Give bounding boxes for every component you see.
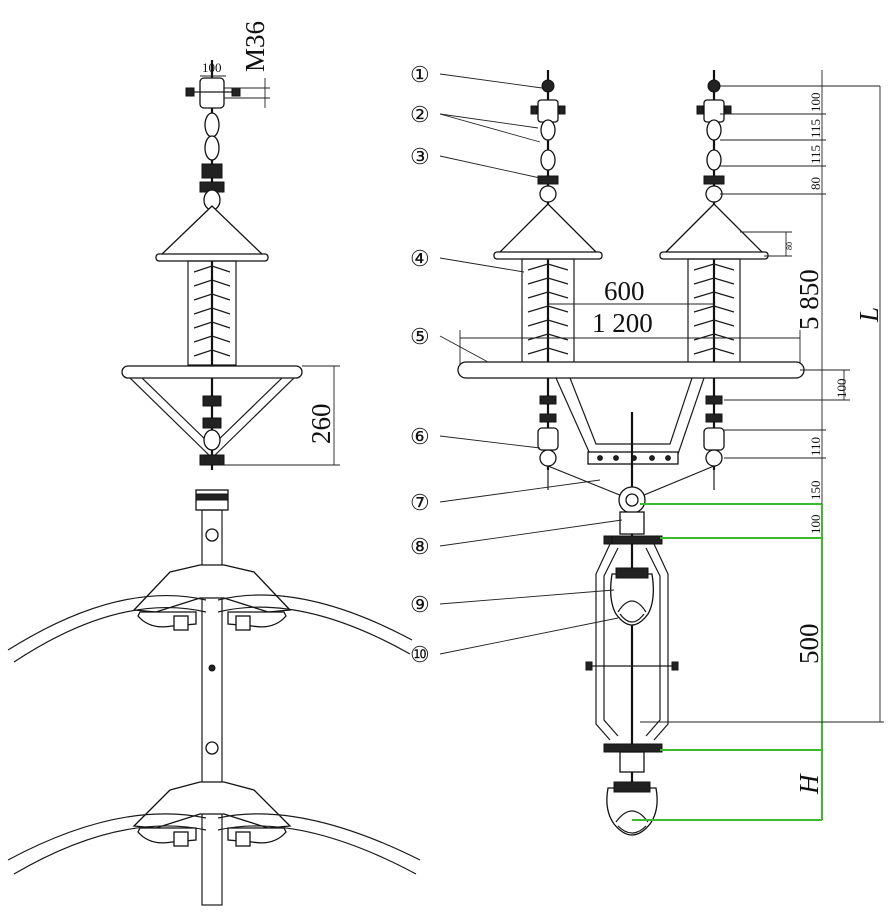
thread-label-m36: M36: [240, 21, 270, 72]
callout-1: ①: [410, 62, 430, 87]
dim-80: 80: [808, 177, 823, 190]
dim-150: 150: [808, 481, 823, 501]
left-insulator-sheds: [193, 265, 231, 357]
callout-5: ⑤: [410, 324, 430, 349]
dim-1200: 1 200: [592, 308, 653, 338]
dim-115-a: 115: [808, 119, 823, 138]
dim-80-small: 80: [785, 242, 794, 250]
right-insulator-sheds: [527, 263, 735, 355]
callout-6: ⑥: [410, 424, 430, 449]
dim-500: 500: [794, 624, 824, 665]
callout-9: ⑨: [410, 592, 430, 617]
left-top-dim: 100: [202, 60, 222, 75]
left-side-view: 100 M36: [7, 21, 421, 906]
dim-100-top: 100: [808, 93, 823, 113]
dim-110: 110: [808, 437, 823, 456]
dim-100-plate: 100: [834, 379, 849, 399]
dim-600: 600: [604, 276, 645, 306]
callout-10: ⑩: [410, 642, 430, 667]
dim-H: H: [794, 773, 824, 795]
dim-5850: 5 850: [794, 269, 824, 330]
green-dimension-lines: [632, 503, 823, 821]
right-front-view: 600 1 200: [457, 70, 884, 836]
callouts: ① ② ③ ④ ⑤ ⑥ ⑦ ⑧ ⑨ ⑩: [410, 62, 623, 667]
callout-3: ③: [410, 144, 430, 169]
dim-L: L: [854, 307, 884, 323]
callout-7: ⑦: [410, 490, 430, 515]
dim-260: 260: [306, 404, 336, 445]
dim-100-lower: 100: [808, 515, 823, 535]
callout-4: ④: [410, 246, 430, 271]
callout-8: ⑧: [410, 534, 430, 559]
callout-2: ②: [410, 102, 430, 127]
dim-115-b: 115: [808, 145, 823, 164]
